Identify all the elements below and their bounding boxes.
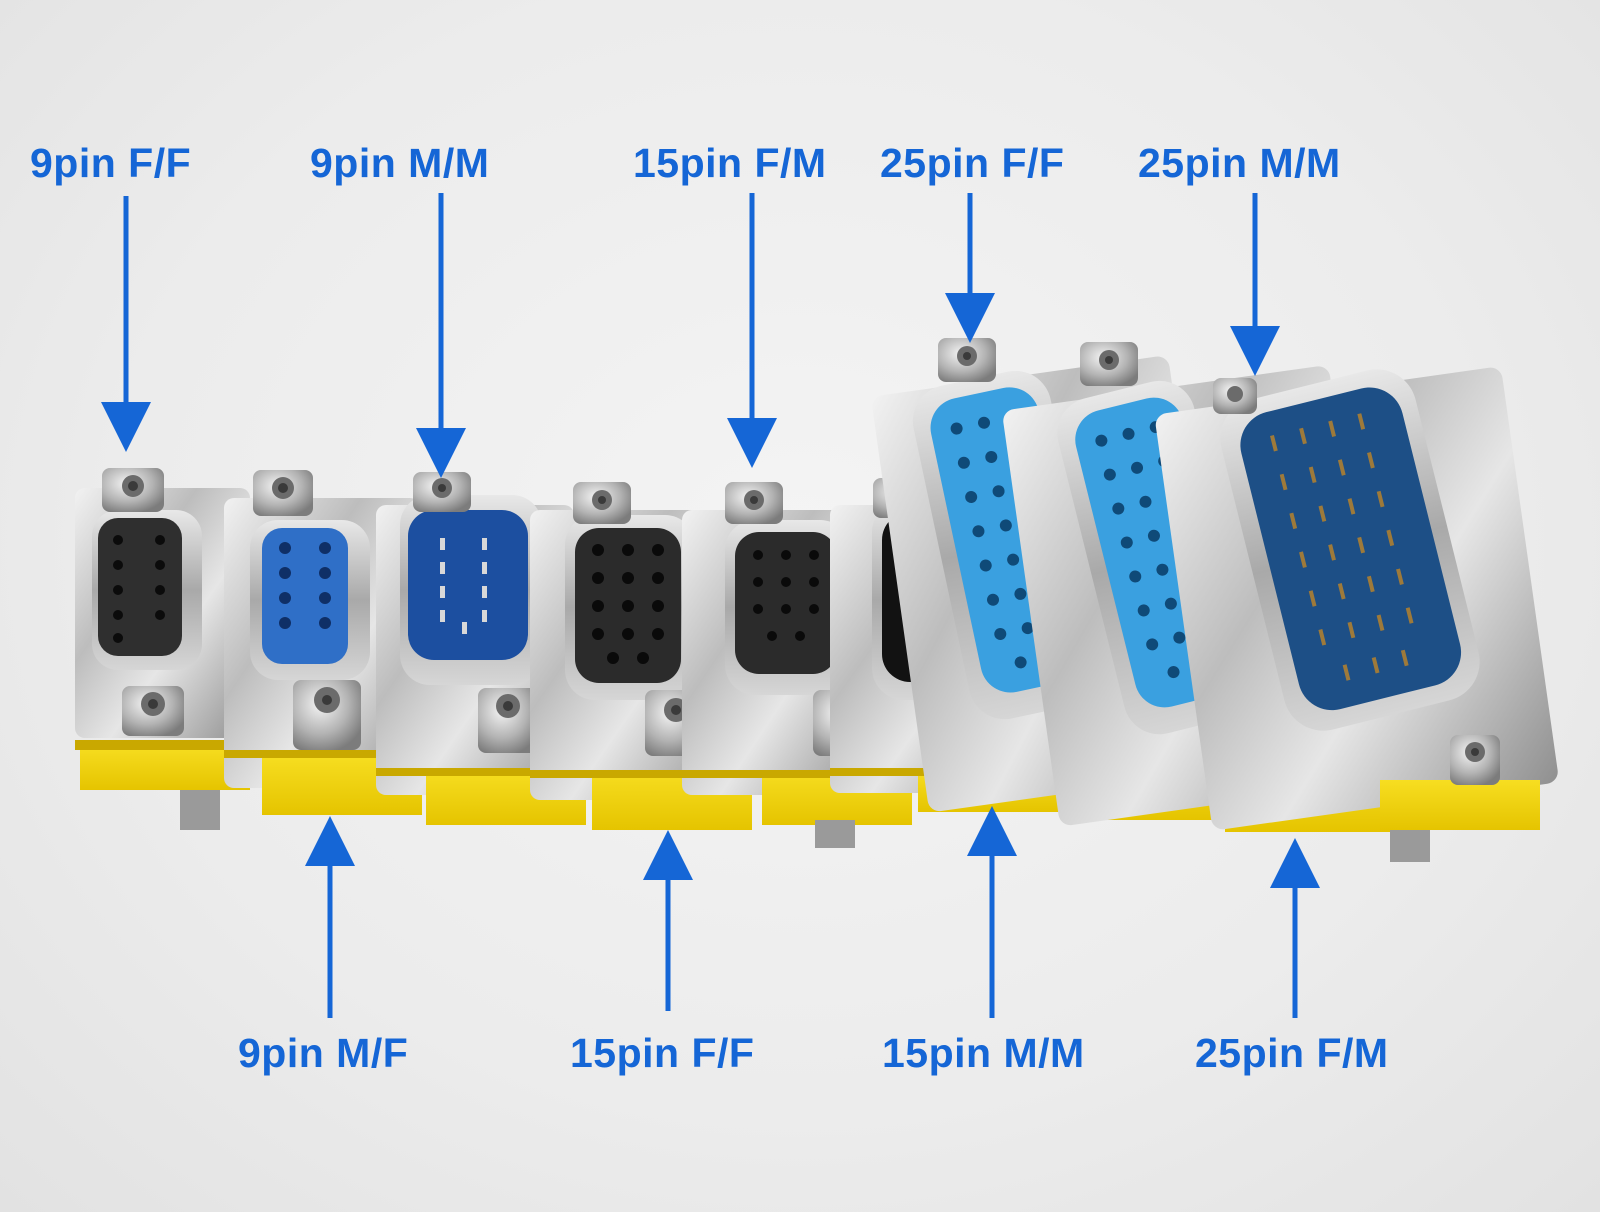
label-25pin-ff: 25pin F/F <box>880 140 1065 186</box>
connector-9pin-mm <box>376 472 586 825</box>
label-15pin-fm: 15pin F/M <box>633 140 827 186</box>
arrow-9pin-mm <box>416 193 466 478</box>
connector-15pin-ff <box>530 482 752 830</box>
label-9pin-ff: 9pin F/F <box>30 140 192 186</box>
label-15pin-ff: 15pin F/F <box>570 1030 755 1076</box>
label-9pin-mm: 9pin M/M <box>310 140 490 186</box>
arrow-15pin-fm <box>727 193 777 468</box>
label-25pin-fm: 25pin F/M <box>1195 1030 1389 1076</box>
arrow-15pin-mm <box>967 806 1017 1018</box>
arrow-25pin-fm <box>1270 838 1320 1018</box>
arrow-9pin-mf <box>305 816 355 1018</box>
connector-25pin-mm <box>1155 367 1558 862</box>
label-9pin-mf: 9pin M/F <box>238 1030 409 1076</box>
arrow-9pin-ff <box>101 196 151 452</box>
arrow-25pin-ff <box>945 193 995 343</box>
connector-9pin-ff <box>75 468 250 830</box>
arrow-15pin-ff <box>643 830 693 1011</box>
connector-9pin-mf <box>224 470 422 815</box>
arrow-25pin-mm <box>1230 193 1280 376</box>
label-15pin-mm: 15pin M/M <box>882 1030 1085 1076</box>
connector-15pin-fm <box>682 482 912 848</box>
label-25pin-mm: 25pin M/M <box>1138 140 1341 186</box>
